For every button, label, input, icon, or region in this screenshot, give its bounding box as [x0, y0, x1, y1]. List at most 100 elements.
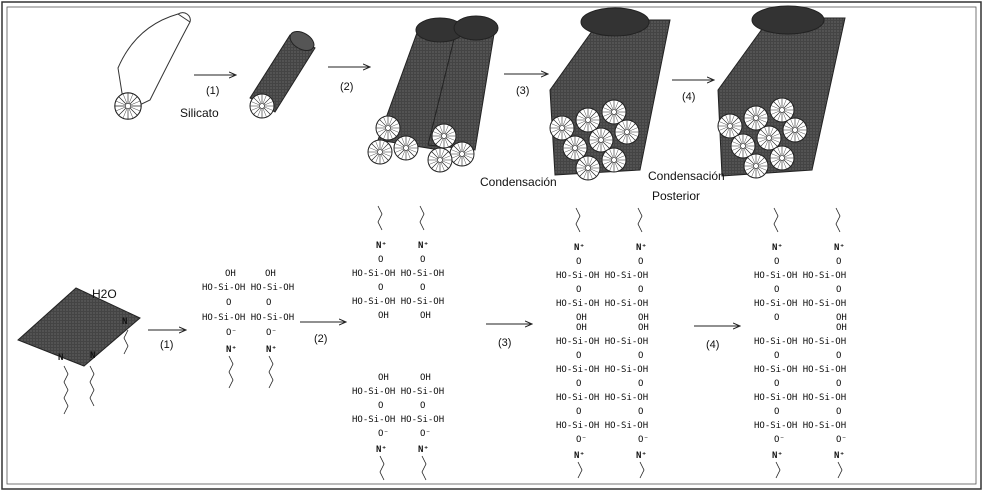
- svg-text:OH: OH: [225, 269, 236, 279]
- svg-text:OH: OH: [265, 269, 276, 279]
- svg-text:N⁺: N⁺: [266, 345, 277, 355]
- svg-text:N⁺: N⁺: [418, 241, 429, 251]
- svg-text:HO-Si-OH HO-Si-OH: HO-Si-OH HO-Si-OH: [754, 393, 846, 403]
- svg-text:OH: OH: [836, 323, 847, 333]
- svg-text:O: O: [576, 407, 581, 417]
- svg-text:O: O: [836, 379, 841, 389]
- svg-text:N⁺: N⁺: [772, 451, 783, 461]
- svg-text:O⁻: O⁻: [420, 429, 431, 439]
- svg-text:N: N: [90, 351, 95, 361]
- svg-text:N⁺: N⁺: [574, 451, 585, 461]
- svg-text:OH: OH: [836, 313, 847, 323]
- svg-text:O: O: [576, 351, 581, 361]
- bottom-step-1: (1): [160, 339, 173, 351]
- svg-text:HO-Si-OH HO-Si-OH: HO-Si-OH HO-Si-OH: [352, 415, 444, 425]
- svg-text:HO-Si-OH HO-Si-OH: HO-Si-OH HO-Si-OH: [754, 271, 846, 281]
- silicate-structure-3: N⁺ N⁺ O O HO-Si-OH HO-Si-OH O O HO-Si-OH…: [556, 208, 649, 478]
- svg-text:OH: OH: [638, 313, 649, 323]
- svg-text:HO-Si-OH HO-Si-OH: HO-Si-OH HO-Si-OH: [202, 283, 294, 293]
- svg-text:O⁻: O⁻: [836, 435, 847, 445]
- svg-text:O: O: [638, 351, 643, 361]
- silicate-structure-1: OH OH HO-Si-OH HO-Si-OH O O HO-Si-OH HO-…: [202, 269, 294, 388]
- svg-text:N: N: [58, 353, 63, 363]
- svg-text:HO-Si-OH HO-Si-OH: HO-Si-OH HO-Si-OH: [202, 313, 294, 323]
- svg-text:O: O: [774, 379, 779, 389]
- svg-text:HO-Si-OH HO-Si-OH: HO-Si-OH HO-Si-OH: [556, 421, 648, 431]
- svg-text:OH: OH: [576, 313, 587, 323]
- svg-text:N⁺: N⁺: [226, 345, 237, 355]
- svg-text:O: O: [226, 298, 231, 308]
- svg-text:O: O: [774, 351, 779, 361]
- svg-text:O: O: [836, 285, 841, 295]
- svg-text:O: O: [576, 285, 581, 295]
- coated-rod: [250, 28, 317, 118]
- svg-text:N⁺: N⁺: [636, 451, 647, 461]
- bottom-step-4: (4): [706, 339, 719, 351]
- silicate-structure-4: N⁺ N⁺ O O HO-Si-OH HO-Si-OH O O HO-Si-OH…: [754, 208, 847, 478]
- svg-text:HO-Si-OH HO-Si-OH: HO-Si-OH HO-Si-OH: [754, 365, 846, 375]
- svg-text:HO-Si-OH HO-Si-OH: HO-Si-OH HO-Si-OH: [556, 365, 648, 375]
- svg-text:O: O: [576, 379, 581, 389]
- svg-text:HO-Si-OH HO-Si-OH: HO-Si-OH HO-Si-OH: [352, 269, 444, 279]
- water-label: H2O: [92, 287, 117, 301]
- svg-text:O: O: [774, 313, 779, 323]
- svg-text:O: O: [378, 255, 383, 265]
- svg-text:O: O: [576, 257, 581, 267]
- svg-text:O⁻: O⁻: [378, 429, 389, 439]
- svg-text:HO-Si-OH HO-Si-OH: HO-Si-OH HO-Si-OH: [556, 271, 648, 281]
- svg-text:HO-Si-OH HO-Si-OH: HO-Si-OH HO-Si-OH: [556, 337, 648, 347]
- svg-text:O: O: [420, 255, 425, 265]
- svg-text:O: O: [774, 285, 779, 295]
- top-step-1: (1): [206, 85, 219, 97]
- svg-text:O: O: [774, 257, 779, 267]
- svg-text:OH: OH: [378, 373, 389, 383]
- silicate-label: Silicato: [180, 106, 219, 120]
- svg-text:O⁻: O⁻: [638, 435, 649, 445]
- top-step-4: (4): [682, 91, 695, 103]
- svg-text:O: O: [420, 283, 425, 293]
- svg-text:N⁺: N⁺: [636, 243, 647, 253]
- svg-text:OH: OH: [420, 373, 431, 383]
- svg-text:N⁺: N⁺: [772, 243, 783, 253]
- svg-text:O: O: [774, 407, 779, 417]
- svg-text:N⁺: N⁺: [574, 243, 585, 253]
- svg-text:O⁻: O⁻: [266, 328, 277, 338]
- svg-text:O: O: [836, 407, 841, 417]
- svg-text:N⁺: N⁺: [376, 241, 387, 251]
- svg-text:O: O: [638, 285, 643, 295]
- svg-text:O: O: [420, 401, 425, 411]
- bottom-step-3: (3): [498, 337, 511, 349]
- svg-text:HO-Si-OH HO-Si-OH: HO-Si-OH HO-Si-OH: [556, 299, 648, 309]
- svg-text:O: O: [836, 257, 841, 267]
- silicate-structure-2: N⁺ N⁺ O O HO-Si-OH HO-Si-OH O O HO-Si-OH…: [352, 206, 444, 480]
- svg-text:HO-Si-OH HO-Si-OH: HO-Si-OH HO-Si-OH: [754, 421, 846, 431]
- post-condensation-label-1: Condensación: [648, 169, 725, 183]
- top-step-2: (2): [340, 81, 353, 93]
- svg-text:HO-Si-OH HO-Si-OH: HO-Si-OH HO-Si-OH: [352, 387, 444, 397]
- bottom-step-2: (2): [314, 333, 327, 345]
- svg-text:N⁺: N⁺: [418, 445, 429, 455]
- svg-text:O⁻: O⁻: [576, 435, 587, 445]
- svg-text:OH: OH: [638, 323, 649, 333]
- svg-text:N: N: [122, 317, 127, 327]
- svg-text:O⁻: O⁻: [774, 435, 785, 445]
- condensation-label: Condensación: [480, 175, 557, 189]
- hexagonal-bundle: [550, 8, 670, 180]
- final-bundle: [718, 6, 845, 178]
- top-step-3: (3): [516, 85, 529, 97]
- svg-text:HO-Si-OH HO-Si-OH: HO-Si-OH HO-Si-OH: [352, 297, 444, 307]
- svg-text:O: O: [266, 298, 271, 308]
- svg-text:O: O: [378, 401, 383, 411]
- svg-text:HO-Si-OH HO-Si-OH: HO-Si-OH HO-Si-OH: [754, 299, 846, 309]
- post-condensation-label-2: Posterior: [652, 189, 700, 203]
- svg-text:HO-Si-OH HO-Si-OH: HO-Si-OH HO-Si-OH: [556, 393, 648, 403]
- svg-text:O: O: [638, 379, 643, 389]
- single-micelle-rod: [115, 13, 191, 119]
- svg-text:OH: OH: [420, 311, 431, 321]
- surfactant-plate: H2O N N N: [18, 287, 140, 414]
- svg-text:N⁺: N⁺: [834, 243, 845, 253]
- svg-text:N⁺: N⁺: [376, 445, 387, 455]
- svg-text:N⁺: N⁺: [834, 451, 845, 461]
- svg-text:O: O: [638, 257, 643, 267]
